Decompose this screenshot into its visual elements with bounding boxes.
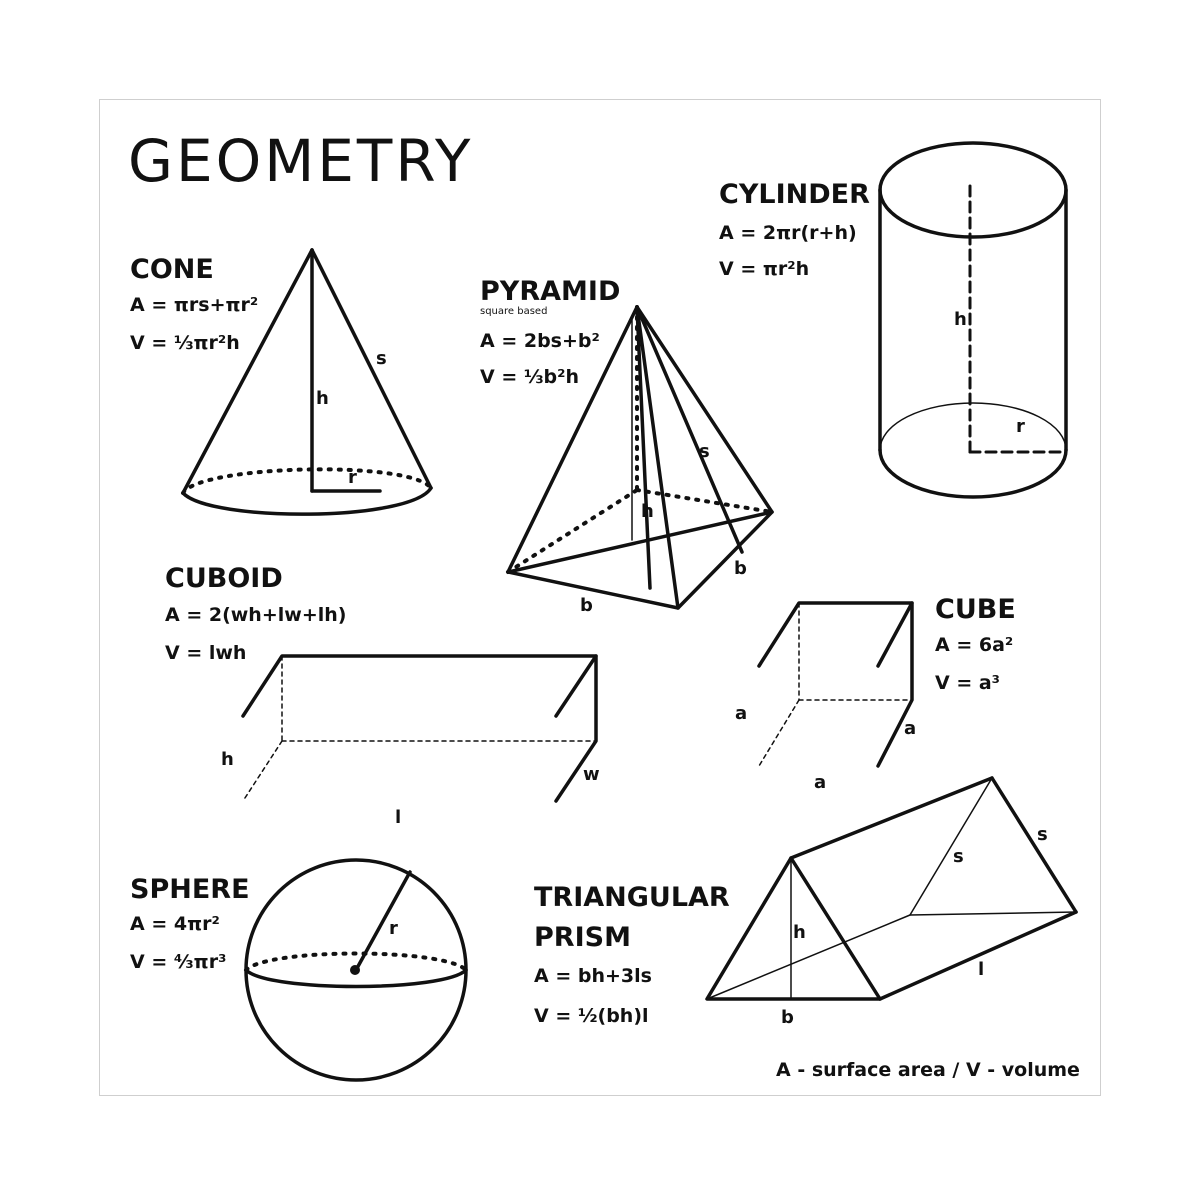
prism-label-b: b	[781, 1007, 794, 1028]
sphere-name: SPHERE	[130, 874, 250, 905]
pyramid-label-b-bottom: b	[580, 595, 593, 616]
cylinder-label-h: h	[954, 309, 967, 330]
cylinder-volume-formula: V = πr²h	[719, 258, 810, 280]
cuboid-name: CUBOID	[165, 563, 283, 594]
triangular-prism-shape	[705, 776, 1078, 1001]
cuboid-volume-formula: V = lwh	[165, 642, 247, 664]
pyramid-label-b-right: b	[734, 558, 747, 579]
pyramid-shape	[506, 305, 774, 610]
cube-label-a-bottom: a	[814, 772, 827, 793]
cuboid-label-l: l	[395, 807, 402, 828]
prism-label-s-outer: s	[1037, 824, 1048, 845]
cone-area-formula: A = πrs+πr²	[130, 294, 259, 316]
cuboid-shape	[241, 654, 598, 803]
cylinder-area-formula: A = 2πr(r+h)	[719, 222, 857, 244]
pyramid-area-formula: A = 2bs+b²	[480, 330, 600, 352]
cube-name: CUBE	[935, 594, 1016, 625]
cube-label-a-left: a	[735, 703, 748, 724]
cuboid-area-formula: A = 2(wh+lw+lh)	[165, 604, 347, 626]
pyramid-label-h: h	[641, 501, 654, 522]
cuboid-label-h: h	[221, 749, 234, 770]
cone-label-s: s	[376, 348, 387, 369]
sphere-area-formula: A = 4πr²	[130, 913, 220, 935]
poster-frame	[99, 99, 1101, 1096]
cube-volume-formula: V = a³	[935, 672, 1000, 694]
cone-shape	[181, 248, 433, 516]
cube-area-formula: A = 6a²	[935, 634, 1014, 656]
prism-volume-formula: V = ½(bh)l	[534, 1005, 649, 1027]
prism-name-line1: TRIANGULAR	[534, 882, 730, 913]
cone-label-r: r	[348, 467, 357, 488]
cylinder-label-r: r	[1016, 416, 1025, 437]
prism-name-line2: PRISM	[534, 922, 631, 953]
page-title: GEOMETRY	[128, 127, 474, 195]
pyramid-name: PYRAMID	[480, 276, 621, 307]
pyramid-subtitle: square based	[480, 306, 548, 317]
cone-label-h: h	[316, 388, 329, 409]
sphere-volume-formula: V = ⁴⁄₃πr³	[130, 951, 227, 973]
pyramid-label-s: s	[699, 441, 710, 462]
prism-label-l: l	[978, 959, 985, 980]
pyramid-volume-formula: V = ⅓b²h	[480, 366, 579, 388]
cone-name: CONE	[130, 254, 214, 285]
prism-label-h: h	[793, 922, 806, 943]
cube-shape	[757, 601, 914, 768]
sphere-label-r: r	[389, 918, 398, 939]
prism-area-formula: A = bh+3ls	[534, 965, 652, 987]
prism-label-s-inner: s	[953, 846, 964, 867]
cylinder-shape	[878, 141, 1068, 499]
cube-label-a-right: a	[904, 718, 917, 739]
legend: A - surface area / V - volume	[776, 1059, 1080, 1081]
cone-volume-formula: V = ⅓πr²h	[130, 332, 240, 354]
cylinder-name: CYLINDER	[719, 179, 870, 210]
cuboid-label-w: w	[583, 764, 600, 785]
sphere-shape	[244, 858, 468, 1082]
